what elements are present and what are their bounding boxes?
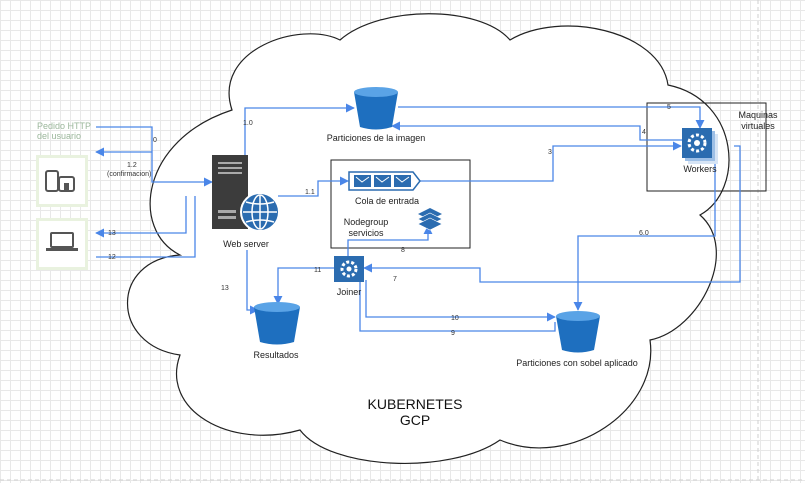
maquinas-label-line1: Maquinas [738,110,778,120]
edge-9 [359,282,556,332]
workers-label: Workers [683,164,717,174]
layers-icon [417,208,443,231]
edge-label-1-2-sub: (confirmacion) [107,171,151,178]
nodegroup-label-line1: Nodegroup [344,217,389,227]
resultados-label: Resultados [253,350,299,360]
bucket-icon [556,311,600,353]
edge-1-0 [244,103,355,155]
joiner-node[interactable]: Joiner [334,256,364,297]
nodegroup-label-line2: servicios [348,228,384,238]
laptop-tile [39,221,85,267]
edge-labels: 0 1.0 1.1 1.2 (confirmacion) 3 4 5 6.0 7… [107,104,671,337]
maquinas-label-line2: virtuales [741,121,775,131]
queue-container-box [330,159,471,249]
edge-label-6: 6.0 [639,230,649,237]
cola-entrada-node[interactable]: Cola de entrada [348,171,421,206]
bucket-icon [254,302,300,345]
maquinas-virtuales-box [646,102,767,192]
edge-8 [347,225,433,258]
bucket-icon [354,87,398,130]
web-server-label: Web server [223,239,269,249]
user-panel-title-line1: Pedido HTTP [37,121,91,131]
cola-entrada-label: Cola de entrada [355,196,419,206]
web-server-node[interactable]: Web server [212,155,280,249]
edge-label-13b: 13 [221,285,229,292]
edge-label-13a: 13 [108,230,116,237]
edge-4 [391,121,683,141]
joiner-label: Joiner [337,287,362,297]
edge-label-11: 11 [314,267,321,274]
user-panel-title-line2: del usuario [37,131,81,141]
edges [95,103,741,332]
edge-5 [398,106,705,129]
laptop-icon [46,232,78,251]
cloud-label-line2: GCP [400,412,430,428]
edge-label-4: 4 [642,129,646,136]
particiones-sobel-label: Particiones con sobel aplicado [516,358,638,368]
edge-0 [96,126,213,187]
edge-label-5: 5 [667,104,671,111]
edge-7 [363,145,741,283]
user-request-panel: Pedido HTTP del usuario [36,121,91,270]
edge-label-3: 3 [548,149,552,156]
edge-10 [365,280,556,322]
edge-1-1 [278,176,349,197]
edge-label-1-1: 1.1 [305,189,315,196]
edge-label-7: 7 [393,276,397,283]
particiones-imagen-label: Particiones de la imagen [327,133,426,143]
globe-icon [240,192,280,232]
queue-icon [348,171,421,191]
edge-12 [96,196,196,258]
devices-icon [45,170,75,192]
edge-label-1-2: 1.2 [127,162,137,169]
particiones-sobel-node[interactable]: Particiones con sobel aplicado [516,311,638,368]
edge-label-8: 8 [401,247,405,254]
edge-3 [420,141,682,182]
edge-11 [273,267,334,305]
workers-node[interactable]: Workers [682,128,718,174]
cloud-label-line1: KUBERNETES [368,396,463,412]
edge-13b [246,250,259,315]
edge-label-1-0: 1.0 [243,120,253,127]
edge-label-0: 0 [153,137,157,144]
edge-label-9: 9 [451,330,455,337]
edge-label-12: 12 [108,254,116,261]
resultados-node[interactable]: Resultados [253,302,300,360]
edge-6 [573,160,716,311]
edge-label-10: 10 [451,315,459,322]
particiones-imagen-node[interactable]: Particiones de la imagen [327,87,426,143]
edge-13a [95,196,187,238]
nodegroup-node[interactable]: Nodegroup servicios [344,208,443,238]
